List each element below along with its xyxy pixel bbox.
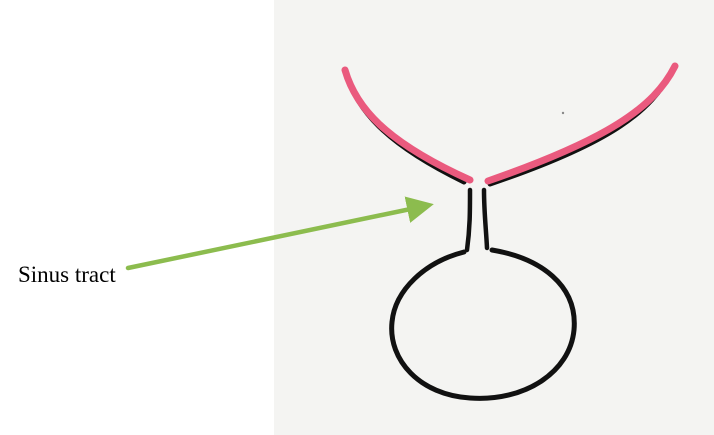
right-surface [488, 66, 675, 181]
annotation-arrow [128, 206, 425, 268]
tract-right-wall [484, 190, 487, 248]
cavity-outline [392, 250, 575, 398]
sinus-tract-label: Sinus tract [18, 262, 116, 288]
speck [562, 112, 564, 114]
left-surface [345, 70, 470, 180]
tract-left-wall [467, 190, 470, 250]
